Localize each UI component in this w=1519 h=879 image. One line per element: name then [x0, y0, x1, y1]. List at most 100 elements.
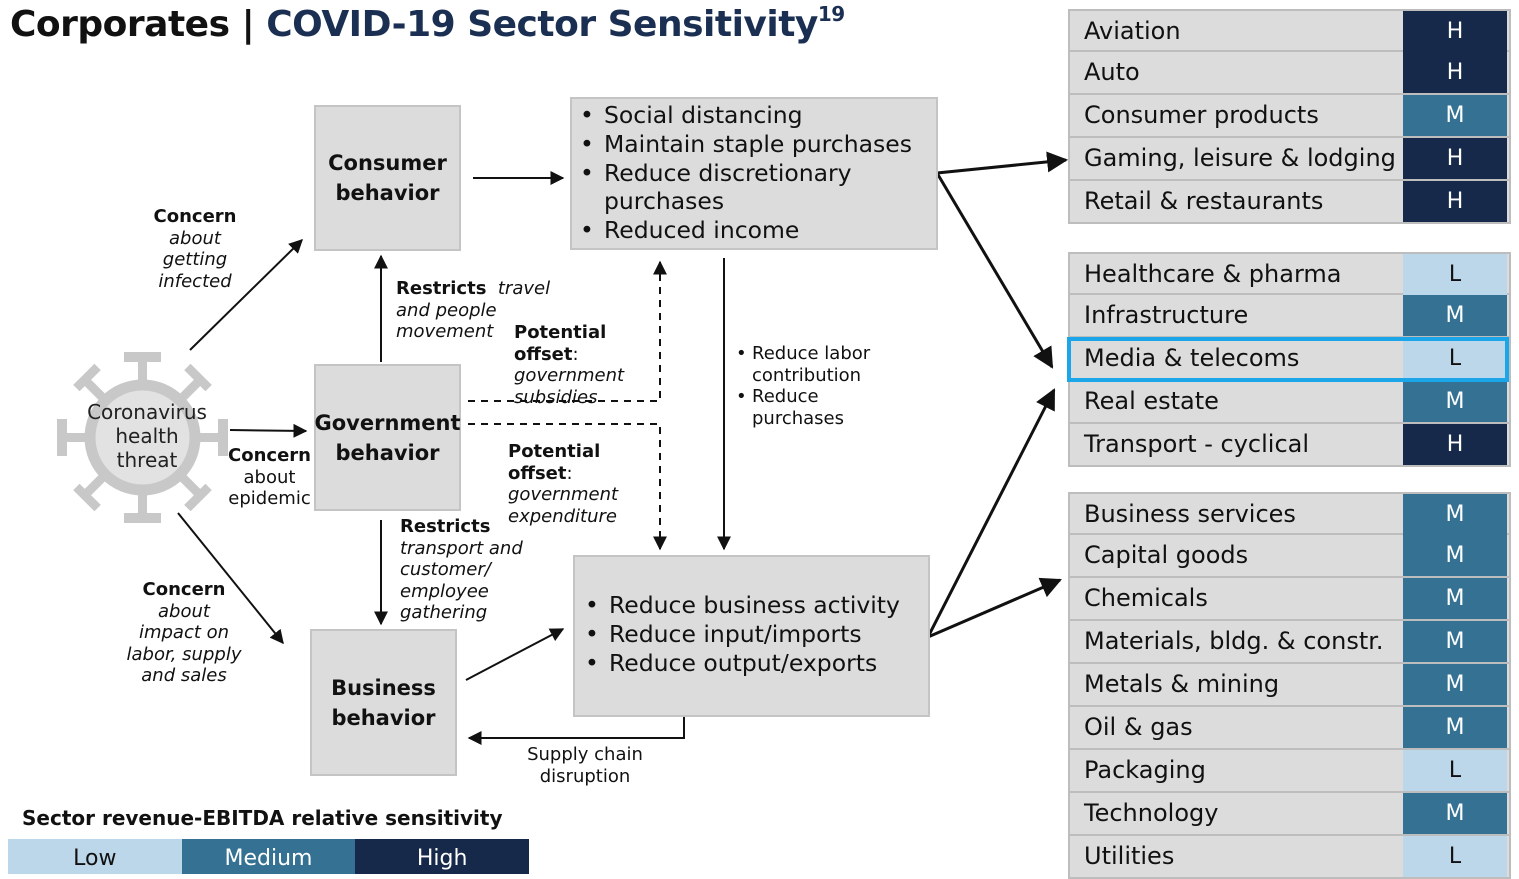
concern-impact-note: Concern about impact on labor, supply an…: [118, 579, 250, 687]
note-line: expenditure: [508, 505, 618, 527]
title-part2: COVID-19 Sector Sensitivity: [266, 4, 818, 45]
sensitivity-badge: M: [1403, 707, 1507, 748]
business-effect-item: Reduce input/imports: [579, 620, 924, 649]
note-line: and people: [396, 299, 497, 321]
title-superscript: 19: [817, 2, 845, 26]
sensitivity-badge: L: [1403, 338, 1507, 379]
consumer-effect-item: Reduced income: [574, 216, 930, 245]
threat-label: Coronavirus health threat: [82, 400, 212, 472]
sector-name: Real estate: [1084, 387, 1219, 415]
arrow-effects-to-group1: [936, 151, 1069, 175]
labor-effect-item: Reduce purchases: [736, 386, 896, 429]
sector-name: Packaging: [1084, 756, 1206, 784]
arrow-threat-to-government: [229, 423, 308, 438]
sector-name: Gaming, leisure & lodging: [1084, 144, 1396, 172]
note-line: government: [508, 484, 619, 505]
offset-expenditure-note: Potential offset: government expenditure: [508, 441, 658, 527]
highlight-box: [1067, 337, 1509, 382]
sector-name: Materials, bldg. & constr.: [1084, 627, 1384, 655]
legend: Low Medium High: [8, 839, 530, 874]
sector-name: Aviation: [1084, 17, 1181, 45]
box-label: Consumer: [328, 151, 447, 175]
note-colon: :: [566, 462, 573, 484]
consumer-behavior-box: Consumer behavior: [314, 105, 461, 251]
note-bold: Concern: [228, 445, 311, 466]
note-line: customer/: [400, 559, 491, 580]
sector-name: Metals & mining: [1084, 670, 1280, 698]
note-bold: Restricts: [400, 516, 491, 537]
note-line: movement: [396, 321, 494, 342]
business-behavior-box: Business behavior: [310, 629, 457, 776]
note-line: about: [243, 466, 296, 488]
arrow-business-effects-to-group3: [927, 577, 1062, 639]
sector-name: Chemicals: [1084, 584, 1208, 612]
legend-low: Low: [8, 839, 182, 874]
legend-title: Sector revenue-EBITDA relative sensitivi…: [22, 806, 503, 830]
box-label: Business: [331, 675, 436, 700]
arrow-threat-to-consumer: [189, 239, 303, 351]
sensitivity-badge: M: [1403, 535, 1507, 576]
note-line: labor, supply: [126, 643, 242, 665]
sector-name: Capital goods: [1084, 541, 1249, 569]
legend-high: High: [355, 839, 530, 874]
box-label: behavior: [335, 181, 440, 205]
sensitivity-badge: M: [1403, 494, 1507, 535]
sector-row: Business services M: [1070, 492, 1509, 535]
sensitivity-badge: H: [1403, 11, 1507, 52]
page-title: Corporates | COVID-19 Sector Sensitivity…: [10, 2, 845, 45]
box-label: behavior: [331, 705, 436, 730]
note-line: about: [169, 227, 221, 249]
sector-row: Materials, bldg. & constr.M: [1070, 621, 1509, 664]
sector-row: Real estate M: [1070, 381, 1509, 424]
consumer-effect-item: Reduce discretionary purchases: [574, 159, 930, 217]
sensitivity-badge: M: [1403, 664, 1507, 705]
sensitivity-badge: L: [1403, 750, 1507, 791]
note-line: epidemic: [228, 488, 311, 509]
supply-chain-note: Supply chain disruption: [515, 744, 655, 787]
sensitivity-badge: H: [1403, 181, 1507, 222]
arrow-business-to-effects: [465, 628, 565, 681]
note-line: travel: [497, 278, 551, 299]
note-line: disruption: [539, 765, 631, 787]
sector-name: Auto: [1084, 58, 1140, 86]
sector-row: Auto H: [1070, 52, 1509, 95]
arrow-threat-to-business: [177, 512, 284, 645]
consumer-effects-box: Social distancing Maintain staple purcha…: [570, 97, 938, 250]
business-effect-item: Reduce business activity: [579, 591, 924, 620]
concern-epidemic-note: Concern about epidemic: [222, 445, 317, 510]
sensitivity-badge: H: [1403, 424, 1507, 465]
arrow-effects-to-group2: [935, 172, 1054, 369]
sensitivity-badge: H: [1403, 52, 1507, 93]
threat-line: health: [115, 424, 179, 448]
sector-name: Business services: [1084, 500, 1296, 528]
government-behavior-box: Government behavior: [314, 364, 461, 511]
note-bold: Potential offset: [508, 441, 601, 484]
sector-name: Healthcare & pharma: [1084, 260, 1342, 288]
note-colon: :: [572, 343, 579, 365]
sensitivity-badge: M: [1403, 578, 1507, 619]
consumer-effect-item: Maintain staple purchases: [574, 130, 930, 159]
box-label: Government: [314, 410, 461, 435]
restricts-travel-note: Restricts travel and people movement: [396, 278, 556, 343]
sensitivity-badge: M: [1403, 381, 1507, 422]
labor-effect-item: Reduce labor contribution: [736, 343, 896, 386]
concern-infected-note: Concern about getting infected: [140, 206, 250, 292]
note-bold: Potential offset: [514, 322, 607, 365]
note-line: Supply chain: [527, 744, 643, 765]
note-line: subsidies: [514, 386, 598, 408]
legend-medium: Medium: [181, 839, 356, 874]
sensitivity-badge: M: [1403, 95, 1507, 136]
sector-row: Capital goods M: [1070, 535, 1509, 578]
note-line: impact on: [138, 622, 230, 643]
